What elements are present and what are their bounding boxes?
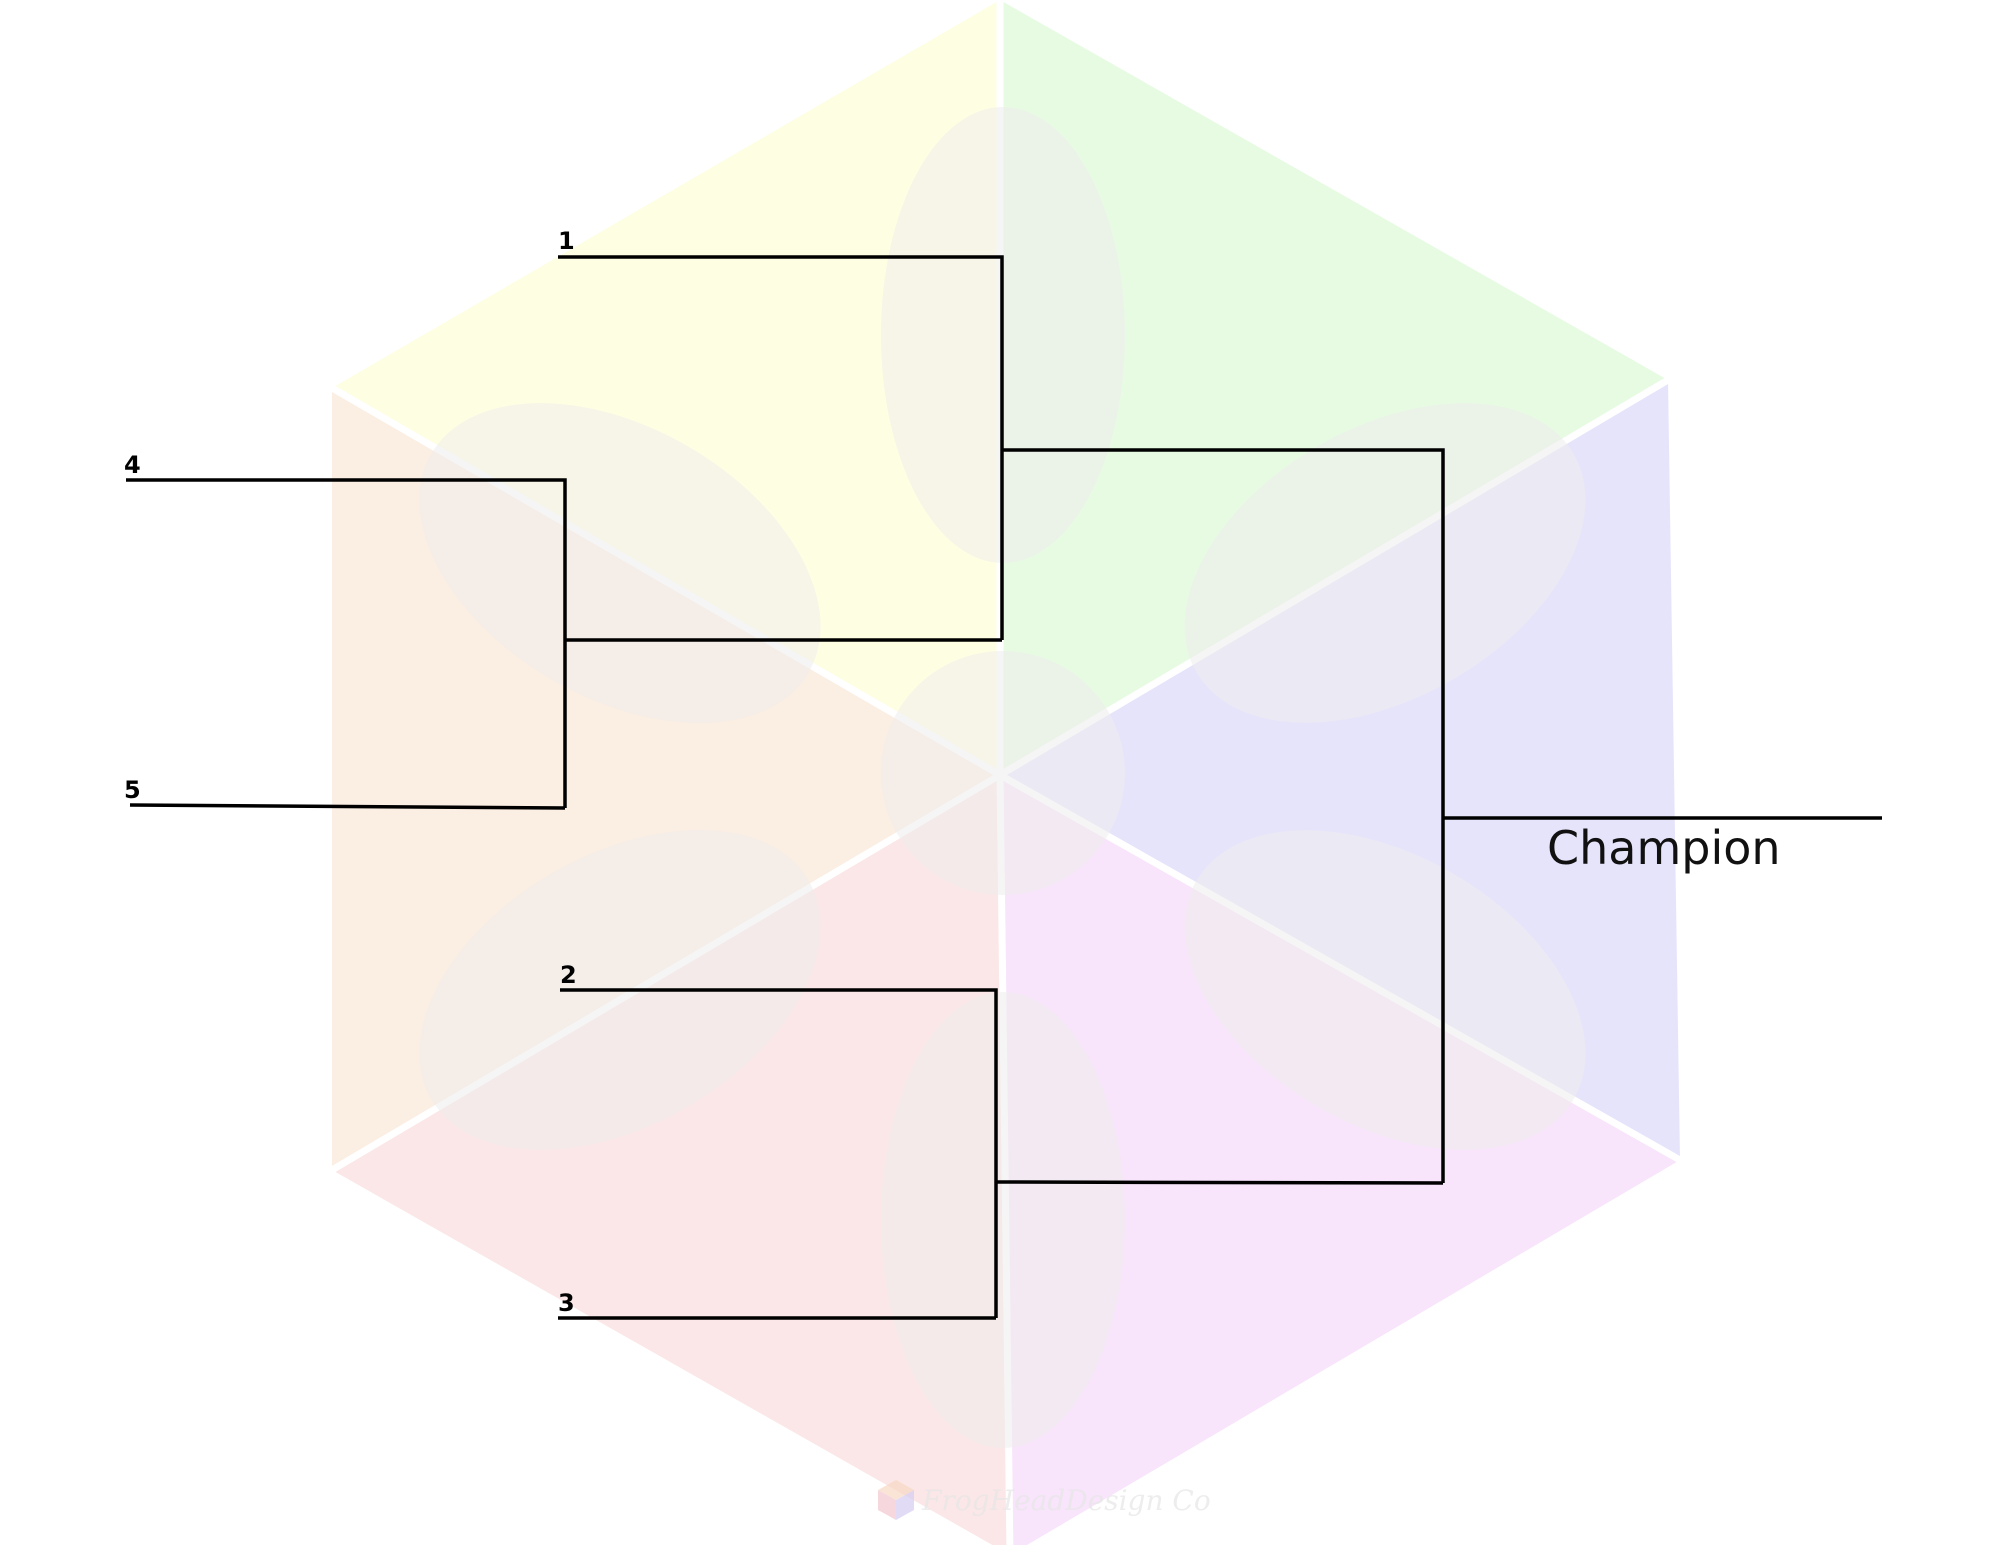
watermark-text: FrogHeadDesign Co <box>921 1484 1211 1517</box>
hexagon-background <box>330 0 1682 1545</box>
bracket-line-semifinal-top <box>1002 448 1445 1183</box>
seed-label-5: 5 <box>124 776 141 804</box>
champion-label: Champion <box>1547 821 1781 875</box>
hexagon-logo-icon <box>878 1480 914 1520</box>
seed-label-4: 4 <box>124 451 141 479</box>
seed-label-3: 3 <box>558 1289 575 1317</box>
bracket-line-semifinal-bottom <box>995 1180 1444 1185</box>
wedge-top-left <box>332 0 1000 775</box>
bracket-line-seed-1 <box>558 255 1004 640</box>
seed-label-1: 1 <box>558 227 575 255</box>
bracket-line-seed-4 <box>126 478 567 808</box>
wedge-bottom-right <box>1000 775 1680 1545</box>
bracket-line-seed-5 <box>129 803 566 810</box>
watermark: FrogHeadDesign Co <box>878 1480 1211 1520</box>
seed-label-2: 2 <box>560 961 577 989</box>
bracket-lines <box>126 255 1882 1320</box>
wedge-bottom-left <box>332 775 1010 1545</box>
wedge-top-right <box>1000 0 1668 775</box>
bracket-line-seed-2 <box>560 988 998 1318</box>
